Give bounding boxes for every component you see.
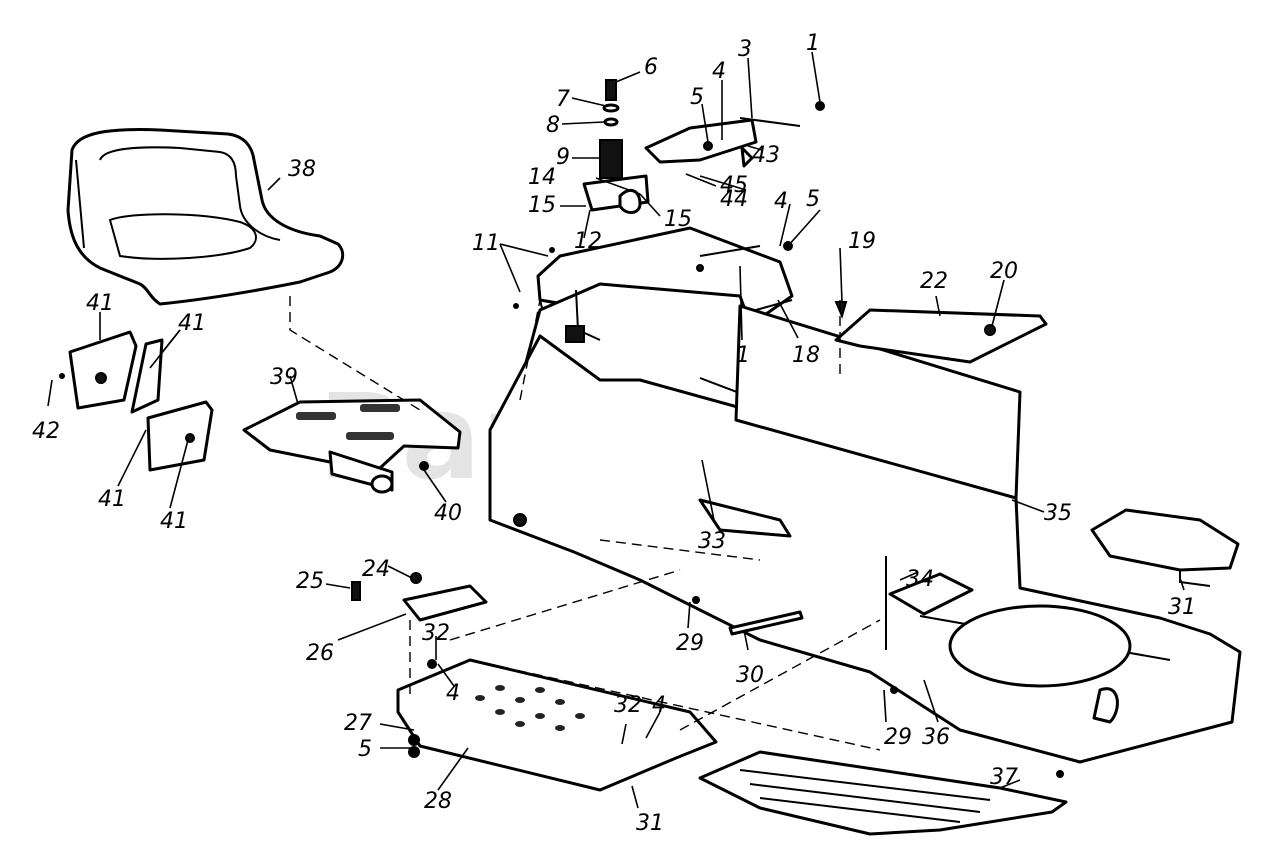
callout-32-mid: 32 [614, 693, 642, 718]
callout-42: 42 [32, 419, 60, 444]
left-footboard [396, 658, 718, 792]
callout-33: 33 [698, 529, 726, 554]
callout-15-right: 15 [664, 207, 692, 232]
callout-41-left: 41 [98, 487, 126, 512]
right-footboard [698, 750, 1068, 836]
callout-5-left: 5 [358, 737, 372, 762]
callout-18: 18 [792, 343, 820, 368]
rod [728, 610, 804, 636]
callout-40: 40 [434, 501, 462, 526]
callout-19: 19 [848, 229, 876, 254]
pivot-bracket [351, 572, 488, 622]
callout-15-left: 15 [528, 193, 556, 218]
callout-4-top: 4 [712, 59, 726, 84]
seat-mount-plate [242, 398, 462, 494]
callout-25: 25 [296, 569, 324, 594]
callout-30: 30 [736, 663, 764, 688]
callout-20: 20 [990, 259, 1018, 284]
callout-41-bottom: 41 [160, 509, 188, 534]
callout-32-left: 32 [422, 621, 450, 646]
callout-29-right: 29 [884, 725, 912, 750]
callout-39: 39 [270, 365, 298, 390]
callout-24: 24 [362, 557, 390, 582]
callout-37: 37 [990, 765, 1018, 790]
seat-part [66, 128, 345, 306]
callout-3: 3 [738, 37, 752, 62]
leader-lines [47, 51, 1185, 809]
callout-22: 22 [920, 269, 948, 294]
hardware-fasteners [59, 101, 1064, 778]
callout-12: 12 [574, 229, 602, 254]
callout-6: 6 [644, 55, 658, 80]
callout-43: 43 [752, 143, 780, 168]
callout-8: 8 [546, 113, 560, 138]
callout-34: 34 [906, 567, 934, 592]
callout-31-bottom: 31 [636, 811, 664, 836]
callout-35: 35 [1044, 501, 1072, 526]
callout-41-mid: 41 [178, 311, 206, 336]
callout-27: 27 [344, 711, 372, 736]
callout-4-right: 4 [774, 189, 788, 214]
side-panel [734, 304, 1022, 500]
callout-28: 28 [424, 789, 452, 814]
seat-brackets [68, 330, 214, 472]
right-footrest [1090, 508, 1240, 587]
callout-11: 11 [472, 231, 500, 256]
callout-1-lower: 1 [736, 343, 750, 368]
callout-9: 9 [556, 145, 570, 170]
alignment-lines [289, 296, 881, 751]
callout-5-top: 5 [690, 85, 704, 110]
callout-38: 38 [288, 157, 316, 182]
control-bracket [644, 117, 801, 168]
callout-1-top: 1 [806, 31, 820, 56]
callout-5-right: 5 [806, 187, 820, 212]
callout-4-left: 4 [446, 681, 460, 706]
callout-44: 44 [720, 187, 748, 212]
callout-4-mid: 4 [652, 693, 666, 718]
callout-14: 14 [528, 165, 556, 190]
callout-36: 36 [922, 725, 950, 750]
callout-labels: 1 3 4 5 6 7 8 9 14 15 15 12 11 43 45 44 … [32, 31, 1196, 836]
callout-31-right: 31 [1168, 595, 1196, 620]
callout-26: 26 [306, 641, 334, 666]
callout-29-mid: 29 [676, 631, 704, 656]
callout-41-top: 41 [86, 291, 114, 316]
callout-45: 45 [720, 173, 748, 198]
callout-7: 7 [556, 87, 570, 112]
